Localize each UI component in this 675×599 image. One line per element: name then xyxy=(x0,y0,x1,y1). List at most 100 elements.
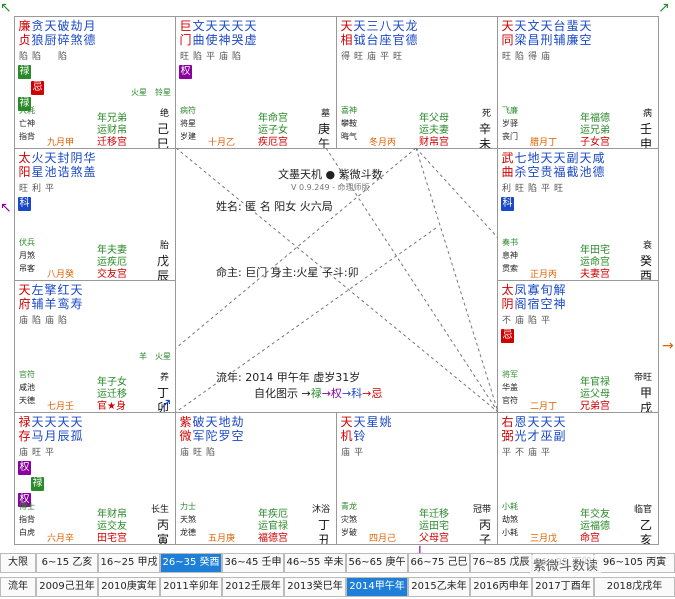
brightness-label: 平 xyxy=(541,184,551,194)
brightness-label: 庙 xyxy=(19,316,29,326)
month-label: 四月己 xyxy=(369,534,397,544)
timeline-cell[interactable]: 2014甲午年 xyxy=(346,577,408,597)
star-name: 破 xyxy=(57,19,70,33)
stem-branch: 乙 xyxy=(639,518,652,532)
star-name: 天 xyxy=(231,19,244,33)
palace-label: 运福德 xyxy=(580,521,610,532)
stem-branch: 冠带 xyxy=(472,505,491,515)
month-label: 三月戊 xyxy=(530,534,558,544)
star-name: 天 xyxy=(579,151,592,165)
year-line: 流年: 2014 甲午年 虚岁31岁 xyxy=(216,371,361,384)
self-transform-legend: 自化图示 →禄→权→科→忌 xyxy=(254,387,383,400)
palace-cell[interactable]: 巨门文曲天使天神天哭天虚旺陷平庙陷权病符将星岁建年命宫运子女疾厄宫十月乙墓庚午 xyxy=(175,16,337,149)
star-name: 昌 xyxy=(527,33,540,47)
brightness-label: 陷 xyxy=(19,52,29,62)
palace-label: 命宫 xyxy=(580,533,600,544)
star-name: 阴 xyxy=(70,151,83,165)
star-name: 巨 xyxy=(179,19,192,33)
star-name: 狼 xyxy=(31,33,44,47)
star-name: 军 xyxy=(192,429,205,443)
star-name: 月 xyxy=(83,19,96,33)
star-name: 天 xyxy=(44,19,57,33)
star-name: 辅 xyxy=(31,297,44,311)
stem-branch: 午 xyxy=(317,137,330,149)
timeline-cell[interactable]: 2012壬辰年 xyxy=(222,577,284,597)
star-name: 盖 xyxy=(83,165,96,179)
palace-cell[interactable]: 天相天钺三台八座天官龙德得旺庙平旺喜神攀鞍晦气年父母运夫妻财帛宫冬月丙死辛未 xyxy=(336,16,498,149)
star-name: 星 xyxy=(366,415,379,429)
star-name: 贞 xyxy=(18,33,31,47)
palace-label: 年福德 xyxy=(580,113,610,124)
timeline-cell[interactable]: 2011辛卯年 xyxy=(160,577,222,597)
watermark: 紫微斗数读 xyxy=(530,555,602,574)
star-name: 左 xyxy=(31,283,44,297)
star-name: 池 xyxy=(579,165,592,179)
row-label: 流年 xyxy=(0,577,36,597)
timeline-cell[interactable]: 6~15 乙亥 xyxy=(36,553,98,573)
palace-cell[interactable]: 紫微破军天陀地罗劫空庙旺陷力士天煞龙德年疾厄运官禄福德宫五月庚沐浴丁丑 xyxy=(175,412,337,545)
brightness-label: 不 xyxy=(502,316,512,326)
timeline-cell[interactable]: 2010庚寅年 xyxy=(98,577,160,597)
transform-badge: 科 xyxy=(18,197,31,211)
palace-cell[interactable]: 禄存天马天月天辰天孤庙旺平权禄权博士指背白虎年财帛运交友田宅宫六月辛长生丙寅 xyxy=(14,412,176,545)
star-name: 使 xyxy=(205,33,218,47)
palace-cell[interactable]: 太阴凤阁寡宿旬空解神不庙陷平忌将军华盖官符年官禄运父母兄弟宫二月丁帝旺甲戌 xyxy=(497,280,659,413)
palace-label: 运夫妻 xyxy=(419,125,449,136)
star-name: 月 xyxy=(44,429,57,443)
star-name: 寿 xyxy=(70,297,83,311)
month-label: 六月辛 xyxy=(47,534,75,544)
star-name: 空 xyxy=(527,165,540,179)
timeline-cell[interactable]: 2013癸巳年 xyxy=(284,577,346,597)
star-name: 德 xyxy=(592,165,605,179)
timeline-cell[interactable]: 96~105 丙寅 xyxy=(594,553,675,573)
palace-cell[interactable]: 廉贞贪狼天厨破碎劫煞月德陷陷陷禄忌禄铃星火星大耗亡神指背年兄弟运财帛迁移宫九月甲… xyxy=(14,16,176,149)
timeline-cell[interactable]: 76~85 戊辰 xyxy=(470,553,532,573)
app-title: 文墨天机 ● 紫微斗数 xyxy=(278,168,383,181)
timeline-cell[interactable]: 36~45 壬申 xyxy=(222,553,284,573)
star-name: 副 xyxy=(566,151,579,165)
timeline-cell[interactable]: 46~55 辛未 xyxy=(284,553,346,573)
brightness-label: 庙 xyxy=(528,448,538,458)
stem-branch: 墓 xyxy=(320,109,330,119)
palace-cell[interactable]: 天同天梁文昌天刑台辅蜚廉天空旺陷得庙飞廉岁驿丧门年福德运兄弟子女宫腊月丁病壬申 xyxy=(497,16,659,149)
star-name: 厨 xyxy=(44,33,57,47)
star-name: 天 xyxy=(340,19,353,33)
brightness-label: 利 xyxy=(502,184,512,194)
palace-label: 运财帛 xyxy=(97,125,127,136)
star-name: 天 xyxy=(553,151,566,165)
timeline-cell[interactable]: 2009己丑年 xyxy=(36,577,98,597)
star-name: 旬 xyxy=(540,283,553,297)
timeline-cell[interactable]: 56~65 庚午 xyxy=(346,553,408,573)
brightness-label: 旺 xyxy=(193,448,203,458)
palace-label: 运兄弟 xyxy=(580,125,610,136)
brightness-label: 不 xyxy=(515,448,525,458)
brightness-label: 平 xyxy=(541,316,551,326)
timeline-cell[interactable]: 2015乙未年 xyxy=(408,577,470,597)
star-name: 虚 xyxy=(244,33,257,47)
timeline-cell[interactable]: 16~25 甲戌 xyxy=(98,553,160,573)
timeline-cell[interactable]: 26~35 癸酉 xyxy=(160,553,222,573)
minor-star: 息神 xyxy=(502,251,518,260)
stem-branch: 壬 xyxy=(639,122,652,136)
minor-star: 将星 xyxy=(180,119,196,128)
palace-cell[interactable]: 武曲七杀地空天贵天福副截天池咸德利旺陷平旺科奏书息神贯索年田宅运命宫夫妻宫正月丙… xyxy=(497,148,659,281)
master-line: 命主: 巨门 身主:火星 子斗:卯 xyxy=(216,266,359,279)
timeline-cell[interactable]: 2018戊戌年 xyxy=(594,577,675,597)
brightness-label: 旺 xyxy=(393,52,403,62)
star-name: 副 xyxy=(553,429,566,443)
star-name: 天 xyxy=(501,19,514,33)
timeline-cell[interactable]: 2017丁酉年 xyxy=(532,577,594,597)
palace-cell[interactable]: 右弼恩光天才天巫天副平不庙平小耗劫煞小耗年交友运福德命宫三月戊临官乙亥 xyxy=(497,412,659,545)
star-name: 天 xyxy=(70,415,83,429)
stem-branch: 病 xyxy=(642,109,652,119)
timeline-cell[interactable]: 66~75 己巳 xyxy=(408,553,470,573)
star-name: 座 xyxy=(379,33,392,47)
minor-star: 亡神 xyxy=(19,119,35,128)
timeline-cell[interactable]: 2016丙申年 xyxy=(470,577,532,597)
month-label: 七月壬 xyxy=(47,402,75,412)
brightness-label: 旺 xyxy=(19,184,29,194)
palace-cell[interactable]: 天府左辅擎羊红鸾天寿庙陷庙陷火星羊官符咸池天德年子女运迁移官★身七月壬养丁卯 xyxy=(14,280,176,413)
minor-star: 指背 xyxy=(19,132,35,141)
palace-cell[interactable]: 天机天铃星姚庙平青龙灾煞岁破年迁移运田宅父母宫四月己冠带丙子 xyxy=(336,412,498,545)
palace-cell[interactable]: 太阳火星天池封诰阴煞华盖旺利平科伏兵月煞吊客年夫妻运疾厄交友宫八月癸胎戊辰 xyxy=(14,148,176,281)
